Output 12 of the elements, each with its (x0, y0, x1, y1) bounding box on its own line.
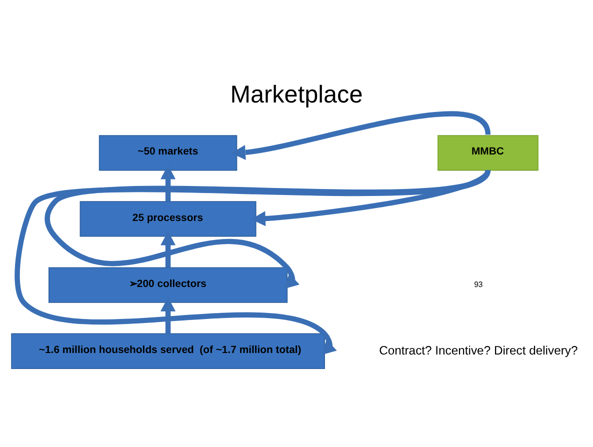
node-box: 25 processors (80, 200, 256, 236)
arrow (160, 230, 176, 268)
arrow (160, 164, 176, 202)
diagram-title: Marketplace (230, 80, 363, 108)
node-box: ~1.6 million households served (of ~1.7 million total) (11, 332, 325, 368)
node-box: ~50 markets (98, 134, 238, 170)
node-box: MMBC (438, 134, 538, 170)
node-box: ➢200 collectors (48, 266, 288, 302)
label: Contract? Incentive? Direct delivery? (379, 342, 578, 357)
label: 93 (474, 279, 483, 288)
arrow (160, 296, 176, 334)
arrow (14, 168, 490, 354)
